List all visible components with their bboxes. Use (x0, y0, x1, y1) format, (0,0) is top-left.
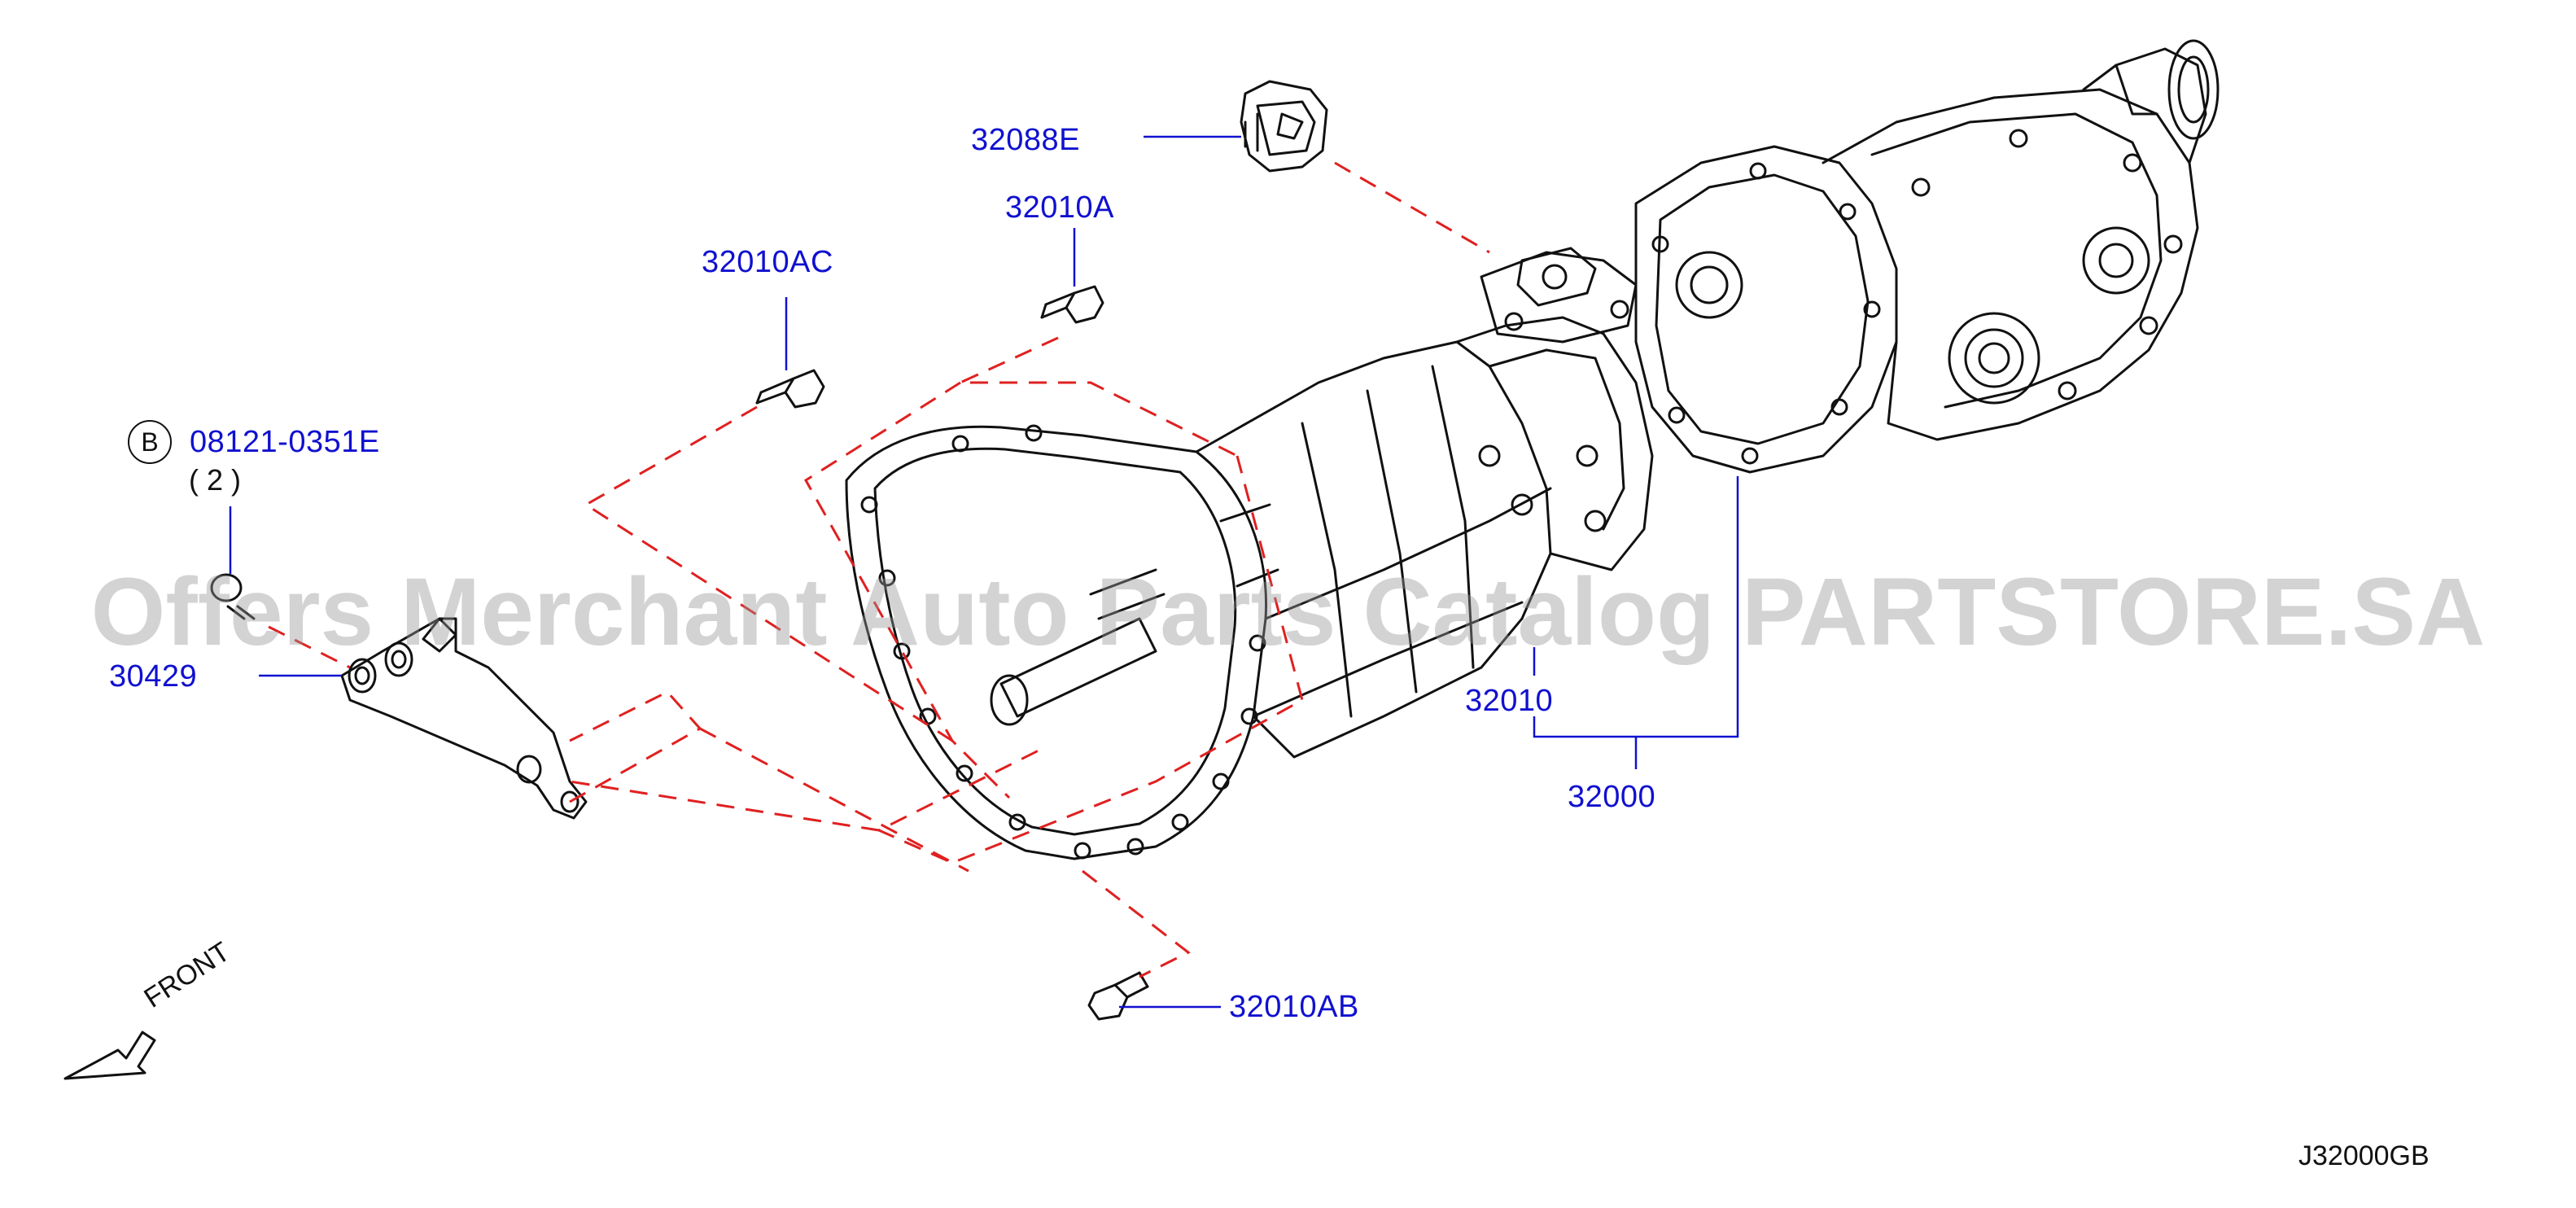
plug-32088E[interactable] (1240, 80, 1328, 173)
bolt-32010AB[interactable] (1087, 971, 1149, 1021)
diagram-code: J32000GB (2298, 1140, 2429, 1171)
bolt-08121[interactable] (210, 573, 256, 620)
transmission-assembly[interactable] (845, 39, 2220, 860)
part-label-32010AB[interactable]: 32010AB (1229, 990, 1359, 1024)
front-arrow-icon (63, 1031, 156, 1080)
part-label-32088E[interactable]: 32088E (971, 123, 1081, 157)
part-label-32010AC[interactable]: 32010AC (702, 245, 833, 279)
bolt-badge-b-icon: B (128, 420, 172, 464)
leader-lines (229, 135, 1739, 1009)
bolt-32010AC[interactable] (755, 369, 825, 409)
part-label-32010[interactable]: 32010 (1465, 684, 1554, 718)
bolt-32010A[interactable] (1040, 285, 1104, 324)
bracket-30429[interactable] (340, 617, 588, 820)
quantity-label: ( 2 ) (189, 463, 242, 497)
part-label-32010A[interactable]: 32010A (1005, 190, 1115, 225)
alignment-dashes (268, 161, 1490, 978)
part-label-32000[interactable]: 32000 (1568, 780, 1656, 814)
part-label-30429[interactable]: 30429 (109, 659, 198, 694)
part-label-08121-0351E[interactable]: 08121-0351E (190, 425, 380, 459)
